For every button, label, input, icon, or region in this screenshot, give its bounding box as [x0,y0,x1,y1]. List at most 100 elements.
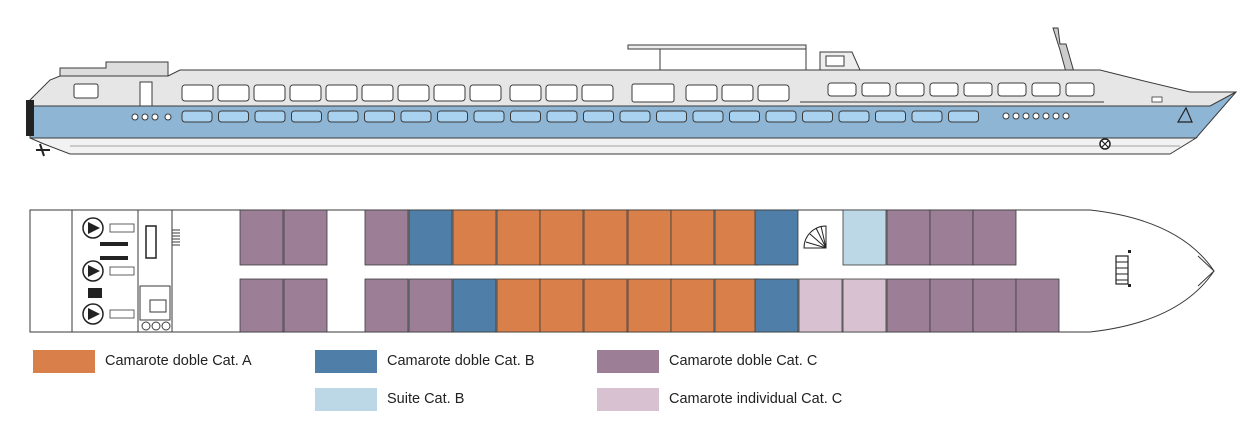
cabin-cat-a [583,209,628,266]
forward-window [1031,82,1061,97]
cabin-window [181,84,214,102]
cabin-window-lower [619,110,651,123]
forward-window [1065,82,1095,97]
cabin-window-lower [291,110,322,123]
vent [1151,96,1163,103]
cabin-window-lower [802,110,833,123]
cabin-cat-a [496,209,541,266]
cabin-window-lower [948,110,979,123]
cabin-cat-c [408,278,453,333]
cabin-cat-c [886,278,931,333]
ship-side-profile [26,27,1238,157]
cabin-row-starboard [239,278,1060,333]
mast [1052,27,1075,73]
cabin-window [325,84,358,102]
cabin-cat-sb [842,209,887,266]
cabin-cat-c [239,278,284,333]
legend-label-cat-b: Camarote doble Cat. B [387,353,535,369]
spiral-staircase-icon [803,225,827,249]
cabin-cat-c [239,209,284,266]
cabin-window-lower [656,110,687,123]
cabin-window-lower [254,110,286,123]
cabin-window-lower [327,110,359,123]
porthole [1042,112,1050,120]
cabin-cat-c [283,278,328,333]
cabin-window-lower [400,110,432,123]
cabin-cat-a [714,278,759,333]
engine-unit [82,217,135,239]
cabin-cat-ic [842,278,887,333]
cabin-window-lower [510,110,541,123]
engine-unit [82,303,135,325]
tank-icon [151,321,161,331]
engine-unit [82,260,135,282]
cabin-cat-c [929,278,974,333]
cabin-cat-a [539,278,584,333]
cabin-cat-c [972,209,1017,266]
cabin-window [721,84,754,102]
forward-window [929,82,959,97]
cabin-cat-b [754,209,799,266]
cabin-cat-a [670,278,715,333]
sun-deck-canopy [627,44,807,50]
cabin-window [581,84,614,102]
porthole-row [131,112,1070,121]
cabin-window [433,84,466,102]
porthole [131,113,139,121]
forward-window [827,82,857,97]
cabin-cat-b [754,278,799,333]
cabin-window [757,84,790,102]
cabin-window-lower [875,110,906,123]
cabin-cat-ic [798,278,843,333]
bow-emblem-icon [1176,106,1193,123]
cabin-cat-a [627,209,672,266]
cabin-cat-c [364,209,409,266]
service-box [149,299,167,313]
cabin-cat-c [886,209,931,266]
cabin-cat-a [539,209,584,266]
cabin-cat-a [496,278,541,333]
legend-label-cat-a: Camarote doble Cat. A [105,353,252,369]
propeller-icon [36,143,50,157]
cabin-window [361,84,394,102]
cabin-cat-c [283,209,328,266]
forward-staircase-icon [1115,250,1131,287]
cabin-window-lower [729,110,760,123]
cabin-cat-a [670,209,715,266]
cabin-window-lower [838,110,870,123]
legend-swatch-cat-a [33,349,95,373]
cabin-window-lower [218,110,249,123]
cabin-window [509,84,542,102]
cabin-window-lower [473,110,505,123]
cabin-cat-c [364,278,409,333]
legend-item-cat-a: Camarote doble Cat. A [33,349,252,373]
bow-tip [1197,255,1215,287]
cabin-window [685,84,718,102]
forward-window [895,82,925,97]
cabin-cat-a [627,278,672,333]
anchor-icon [1101,140,1109,148]
porthole [1012,112,1020,120]
cabin-window-lower [437,110,468,123]
legend-swatch-single-c [597,387,659,411]
cabin-window [253,84,286,102]
legend-swatch-cat-c [597,349,659,373]
porthole [151,113,159,121]
cabin-window-lower [546,110,578,123]
cabin-window-lower [364,110,395,123]
porthole [1062,112,1070,120]
legend-label-suite-b: Suite Cat. B [387,391,465,407]
lounge-window [631,83,675,103]
wheelhouse-window [825,55,845,67]
porthole [141,113,149,121]
cabin-window-lower [911,110,943,123]
cabin-window-lower [692,110,724,123]
hatch [100,256,128,260]
tank-icon [161,321,171,331]
aft-window [73,83,99,99]
cabin-cat-c [1015,278,1060,333]
cabin-window [469,84,502,102]
legend-swatch-cat-b [315,349,377,373]
cabin-window [545,84,578,102]
cabin-window [397,84,430,102]
